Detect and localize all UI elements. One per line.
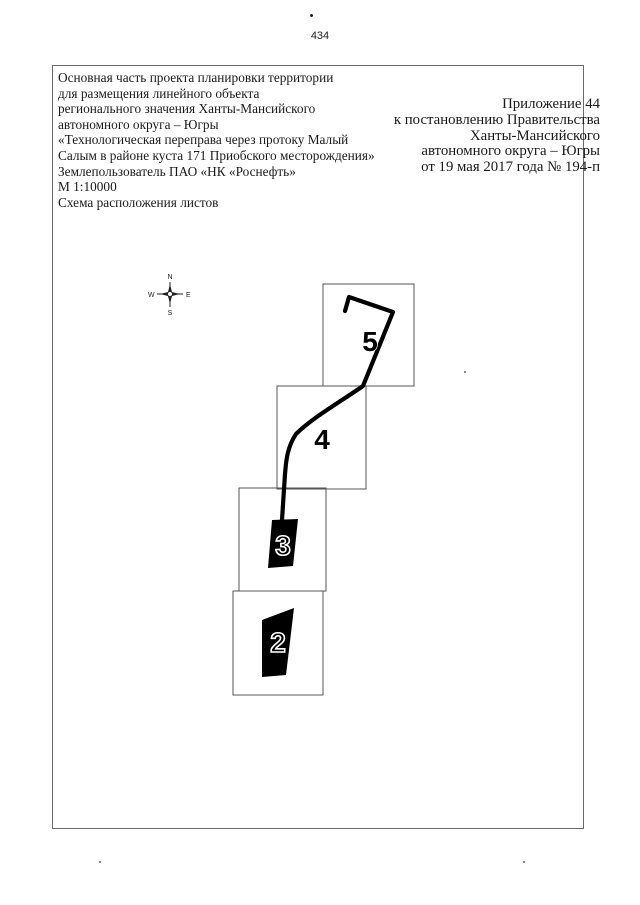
appendix-header: Приложение 44 к постановлению Правительс… bbox=[350, 96, 600, 176]
land-user-line: Землепользователь ПАО «НК «Роснефть» bbox=[58, 163, 296, 179]
page-number: 434 bbox=[310, 30, 330, 42]
scan-speck bbox=[464, 371, 466, 373]
appendix-line: к постановлению Правительства bbox=[393, 111, 600, 128]
sheet-5-frame bbox=[322, 283, 415, 387]
appendix-line: Приложение 44 bbox=[502, 96, 600, 112]
appendix-line: от 19 мая 2017 года № 194-п bbox=[421, 159, 600, 176]
sheet-4-frame bbox=[276, 385, 367, 490]
compass-rose-icon: N S E W bbox=[148, 274, 191, 317]
sheet-2-number: 2 bbox=[270, 627, 286, 658]
project-description: Основная часть проекта планировки террит… bbox=[58, 70, 398, 210]
scan-speck bbox=[99, 861, 101, 863]
compass-south-label: S bbox=[168, 310, 173, 317]
sheet-3-number: 3 bbox=[275, 530, 291, 561]
compass-west-label: W bbox=[148, 292, 155, 299]
project-description-line: для размещения линейного объекта bbox=[58, 85, 260, 101]
compass-north-label: N bbox=[167, 274, 172, 281]
sheet-2-corridor bbox=[262, 608, 294, 677]
compass-east-label: E bbox=[186, 292, 191, 299]
route-line bbox=[279, 294, 396, 523]
sheet-3-corridor bbox=[268, 519, 298, 568]
scan-speck bbox=[523, 861, 525, 863]
project-description-line: регионального значения Ханты-Мансийского bbox=[58, 101, 316, 117]
sheet-2-frame bbox=[232, 590, 324, 696]
project-description-line: автономного округа – Югры bbox=[58, 116, 219, 132]
sheet-4-number: 4 bbox=[314, 424, 330, 455]
page-speck bbox=[310, 14, 313, 17]
scheme-title: Схема расположения листов bbox=[58, 194, 219, 210]
sheet-5-number: 5 bbox=[362, 326, 378, 357]
project-description-line: Основная часть проекта планировки террит… bbox=[58, 70, 334, 85]
scale-line: М 1:10000 bbox=[58, 179, 117, 195]
project-description-line: «Технологическая переправа через протоку… bbox=[58, 132, 349, 148]
appendix-line: Ханты-Мансийского bbox=[469, 127, 600, 144]
project-description-line: Салым в районе куста 171 Приобского мест… bbox=[58, 147, 375, 163]
appendix-line: автономного округа – Югры bbox=[421, 143, 600, 160]
document-frame bbox=[52, 65, 584, 829]
